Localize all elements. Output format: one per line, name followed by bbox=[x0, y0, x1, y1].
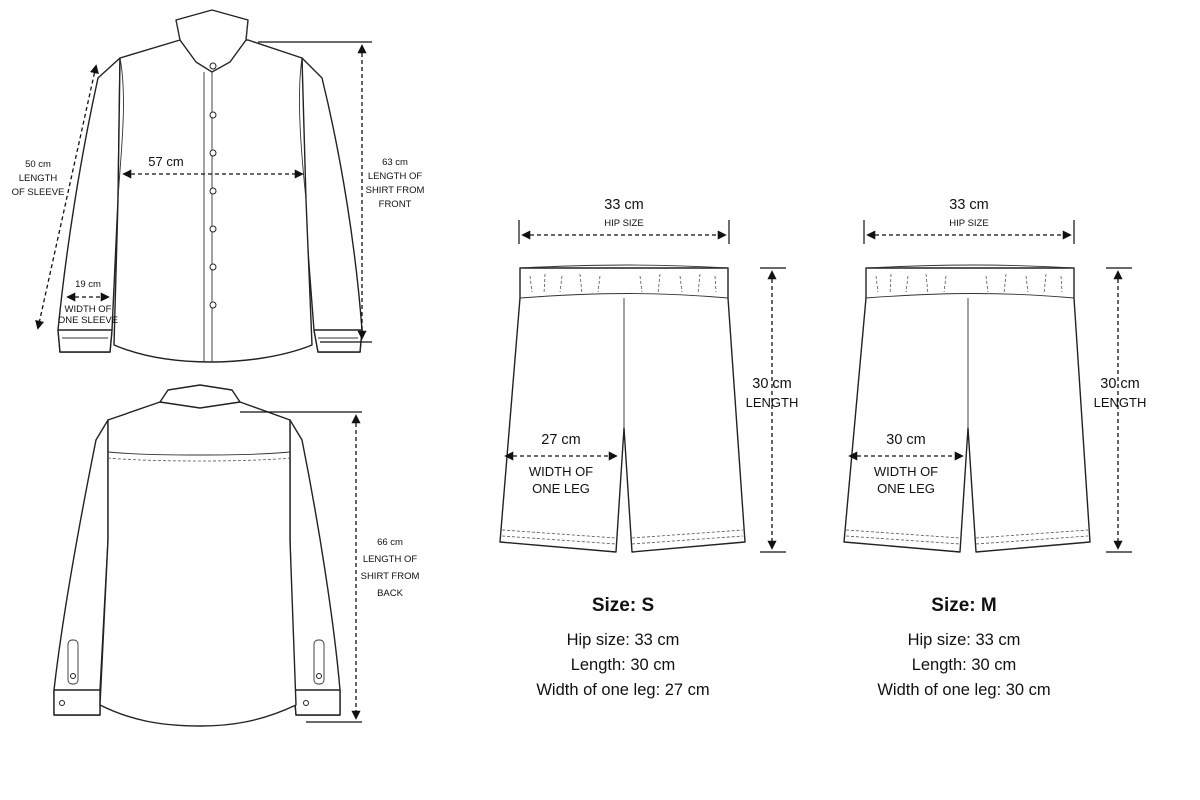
sleeve-width-value: 19 cm bbox=[75, 279, 101, 290]
back-length-label-2: SHIRT FROM bbox=[361, 571, 420, 582]
shorts-m-length-value: 30 cm bbox=[1100, 376, 1140, 392]
back-length-label-1: LENGTH OF bbox=[363, 554, 418, 565]
shorts-s-leg-line: Width of one leg: 27 cm bbox=[536, 681, 709, 699]
sleeve-length-dimension bbox=[35, 64, 99, 330]
shorts-m-leg-value: 30 cm bbox=[886, 432, 926, 448]
shorts-m-hip-label: HIP SIZE bbox=[949, 218, 988, 229]
front-length-value: 63 cm bbox=[382, 157, 408, 168]
shorts-m-length-line: Length: 30 cm bbox=[912, 656, 1017, 674]
shorts-s-leg-label-2: ONE LEG bbox=[532, 481, 590, 496]
sleeve-length-value: 50 cm bbox=[25, 159, 51, 170]
sleeve-width-label-1: WIDTH OF bbox=[65, 304, 112, 315]
shirt-back-drawing bbox=[53, 384, 341, 727]
back-length-label-3: BACK bbox=[377, 588, 404, 599]
sleeve-width-label-2: ONE SLEEVE bbox=[58, 315, 118, 326]
front-length-label-1: LENGTH OF bbox=[368, 171, 423, 182]
shorts-size-s: 33 cm HIP SIZE 30 cm LENGTH 27 cm WIDTH … bbox=[499, 197, 799, 699]
shorts-m-leg-label-1: WIDTH OF bbox=[874, 464, 938, 479]
shorts-m-hip-line: Hip size: 33 cm bbox=[908, 631, 1021, 649]
shorts-m-title: Size: M bbox=[931, 595, 996, 616]
shorts-m-hip-value: 33 cm bbox=[949, 197, 989, 213]
shorts-size-m: 33 cm HIP SIZE 30 cm LENGTH 30 cm WIDTH … bbox=[843, 197, 1147, 699]
back-length-dimension bbox=[240, 411, 362, 723]
shorts-m-drawing bbox=[843, 264, 1091, 553]
front-length-dimension bbox=[258, 41, 372, 343]
shorts-s-length-value: 30 cm bbox=[752, 376, 792, 392]
shorts-s-leg-value: 27 cm bbox=[541, 432, 581, 448]
shorts-s-title: Size: S bbox=[592, 595, 654, 616]
chest-width-value: 57 cm bbox=[148, 154, 183, 169]
shorts-s-hip-value: 33 cm bbox=[604, 197, 644, 213]
front-length-label-3: FRONT bbox=[379, 199, 412, 210]
shirt-front-drawing bbox=[57, 9, 363, 363]
back-length-value: 66 cm bbox=[377, 537, 403, 548]
shorts-s-leg-label-1: WIDTH OF bbox=[529, 464, 593, 479]
front-length-label-2: SHIRT FROM bbox=[366, 185, 425, 196]
sleeve-length-label-2: OF SLEEVE bbox=[12, 187, 65, 198]
shorts-m-leg-line: Width of one leg: 30 cm bbox=[877, 681, 1050, 699]
shorts-s-length-line: Length: 30 cm bbox=[571, 656, 676, 674]
shorts-m-leg-label-2: ONE LEG bbox=[877, 481, 935, 496]
shorts-s-hip-label: HIP SIZE bbox=[604, 218, 643, 229]
shorts-s-drawing bbox=[499, 264, 746, 553]
shorts-s-length-label: LENGTH bbox=[746, 395, 799, 410]
shorts-m-length-label: LENGTH bbox=[1094, 395, 1147, 410]
shorts-s-hip-line: Hip size: 33 cm bbox=[567, 631, 680, 649]
sleeve-length-label-1: LENGTH bbox=[19, 173, 58, 184]
